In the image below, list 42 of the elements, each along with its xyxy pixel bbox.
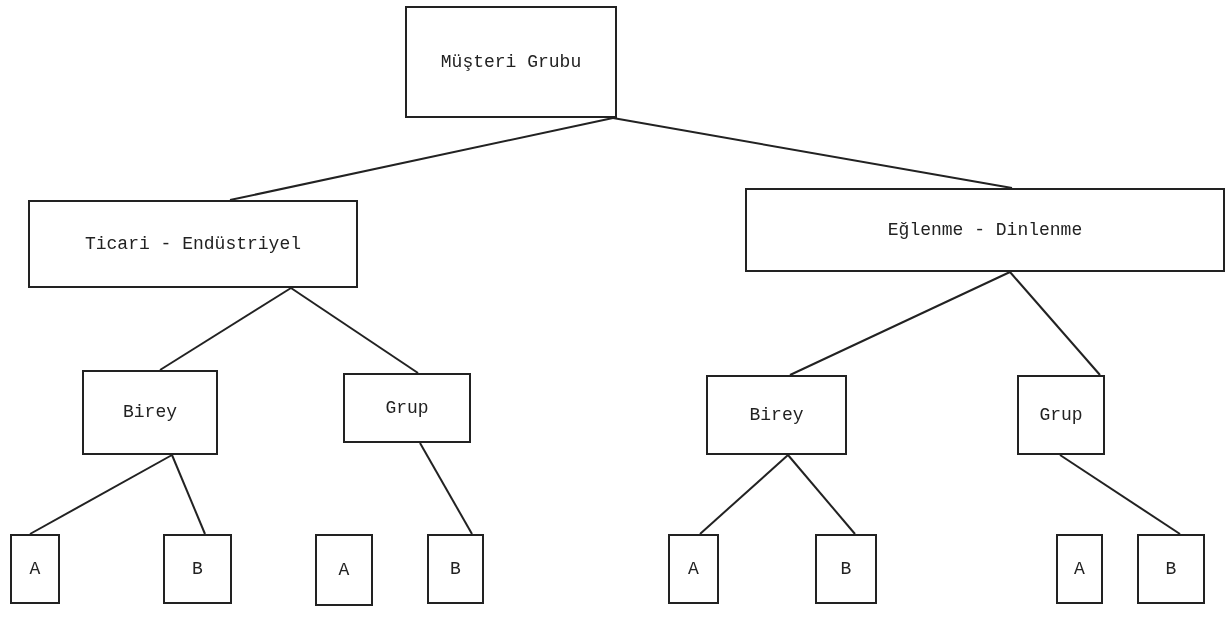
connector-line [419,442,473,535]
node-label: Birey [123,401,177,424]
node-label: B [450,557,461,581]
node-label: B [840,557,852,581]
node-box [706,375,847,455]
connector-line [612,117,1013,189]
node-box [405,6,617,118]
node-box [1056,534,1103,604]
connector-line [789,271,1011,376]
node-box [163,534,232,604]
node-label: Birey [749,403,804,427]
node-label: Eğlenme - Dinlenme [887,218,1083,242]
connector-line [29,454,173,535]
node-label: A [1074,557,1085,581]
node-box [315,534,373,606]
connector-line [171,454,206,535]
node-label: B [1165,557,1177,581]
connector-line [1059,454,1181,535]
node-box [82,370,218,455]
connector-line [699,454,789,535]
node-label: A [688,557,699,581]
node-box [745,188,1225,272]
node-box [1017,375,1105,455]
connector-line [229,117,614,201]
node-label: A [338,558,350,582]
node-label: Ticari - Endüstriyel [84,232,301,256]
connector-line [787,454,856,535]
node-box [1137,534,1205,604]
node-box [28,200,358,288]
connector-line [290,287,419,374]
connector-line [159,287,292,371]
node-label: Grup [1039,403,1083,427]
node-box [10,534,60,604]
node-box [668,534,719,604]
node-label: Grup [385,396,429,420]
node-box [815,534,877,604]
node-label: B [192,557,203,581]
node-box [427,534,484,604]
node-box [343,373,471,443]
node-label: Müşteri Grubu [440,50,582,74]
node-label: A [29,557,41,581]
connector-line [1009,271,1101,376]
